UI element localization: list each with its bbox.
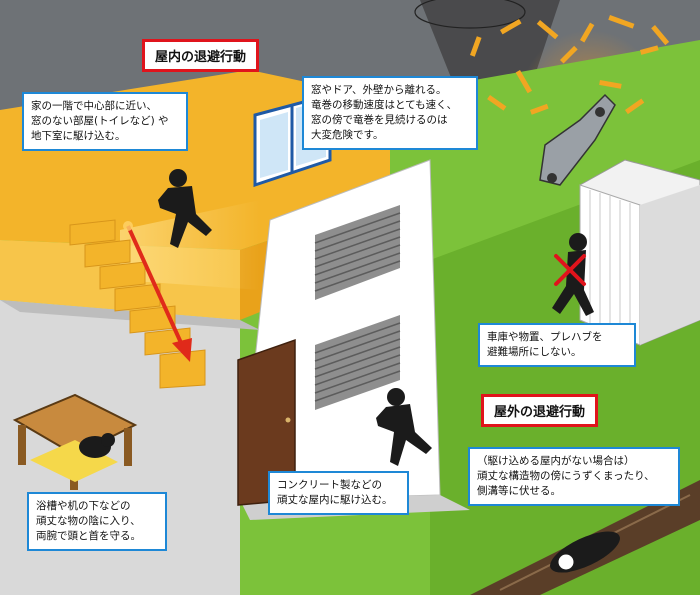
person-under-desk xyxy=(79,433,115,458)
person-lying-in-ditch xyxy=(550,531,620,573)
window-shutter xyxy=(314,315,401,410)
prefab-shed xyxy=(579,159,700,346)
callout-concrete: コンクリート製などの 頑丈な屋内に駆け込む。 xyxy=(268,471,409,515)
callout-first-floor: 家の一階で中心部に近い、 窓のない部屋(トイレなど) や 地下室に駆け込む。 xyxy=(22,92,188,151)
light-beam xyxy=(120,200,260,290)
callout-desk: 浴槽や机の下などの 頑丈な物の陰に入り、 両腕で頭と首を守る。 xyxy=(27,492,167,551)
tornado-ring xyxy=(414,0,526,29)
flying-car xyxy=(539,93,616,186)
window-shutter xyxy=(314,205,401,300)
callout-outdoor-shelter: （駆け込める屋内がない場合は） 頑丈な構造物の傍にうずくまったり、 側溝等に伏せ… xyxy=(468,447,680,506)
person-near-shed xyxy=(552,233,594,316)
escape-arrow xyxy=(123,221,192,362)
person-running-upstairs xyxy=(158,169,212,248)
forbidden-x-icon xyxy=(554,254,586,286)
tornado-funnel xyxy=(420,0,560,150)
callout-windows: 窓やドア、外壁から離れる。 竜巻の移動速度はとても速く、 窓の傍で竜巻を見続ける… xyxy=(302,76,478,150)
callout-garage: 車庫や物置、プレハブを 避難場所にしない。 xyxy=(478,323,636,367)
outdoor-heading: 屋外の退避行動 xyxy=(481,394,599,427)
person-running-indoors xyxy=(376,388,432,466)
indoor-heading: 屋内の退避行動 xyxy=(142,39,260,72)
